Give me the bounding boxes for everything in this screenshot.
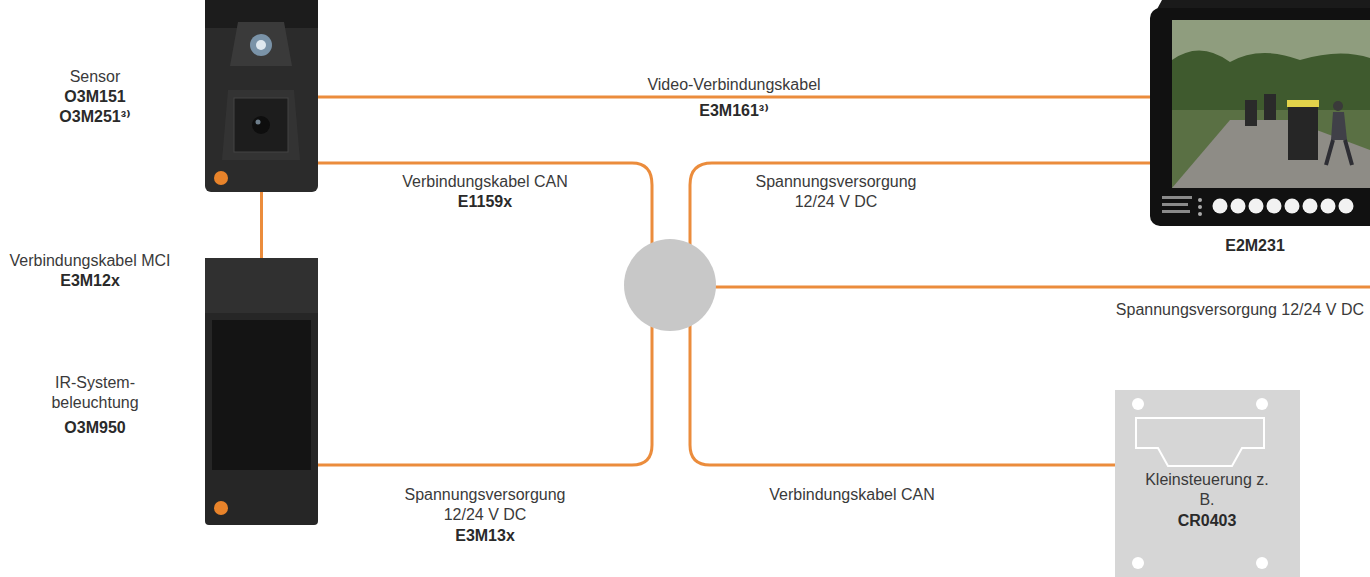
text-slot: O3M151 O3M251³⁾ bbox=[52, 87, 138, 127]
part-number: O3M151 O3M251³⁾ bbox=[52, 87, 138, 127]
text-slot: E3M161³⁾ bbox=[674, 101, 794, 121]
sensor-illustration bbox=[205, 0, 318, 192]
node-caption: Kleinsteuerung z. B. bbox=[1140, 470, 1274, 510]
text-slot: Spannungsversorgung 12/24 V DC bbox=[395, 485, 575, 525]
text-slot: Spannungsversorgung 12/24 V DC bbox=[1034, 300, 1364, 320]
text-slot: Sensor bbox=[30, 67, 160, 87]
part-number: CR0403 bbox=[1147, 511, 1267, 531]
text-slot: Video-Verbindungskabel bbox=[604, 75, 864, 95]
node-caption: IR-System- beleuchtung bbox=[43, 373, 147, 413]
cable-label: Verbindungskabel CAN bbox=[752, 485, 952, 505]
controller-illustration bbox=[1115, 390, 1300, 577]
text-slot: Verbindungskabel CAN bbox=[752, 485, 952, 505]
text-slot: E3M12x bbox=[30, 271, 150, 291]
cable-label: Video-Verbindungskabel bbox=[604, 75, 864, 95]
cable-connector bbox=[318, 163, 1115, 465]
cable-label: Verbindungskabel CAN bbox=[385, 172, 585, 192]
cable-code: E3M12x bbox=[30, 271, 150, 291]
cable-label: Spannungsversorgung 12/24 V DC bbox=[395, 485, 575, 525]
text-slot: IR-System- beleuchtung bbox=[43, 373, 147, 413]
supply-wire bbox=[318, 320, 652, 465]
cable-label: Spannungsversorgung 12/24 V DC bbox=[1034, 300, 1364, 320]
cable-connector bbox=[260, 192, 263, 258]
node-caption: Sensor bbox=[30, 67, 160, 87]
ir-light-illustration bbox=[205, 258, 318, 525]
cable-label: Verbindungskabel MCI bbox=[2, 251, 178, 271]
cable-connector bbox=[318, 96, 1150, 99]
monitor-illustration bbox=[1150, 0, 1370, 226]
sensor-node: SensorO3M151 O3M251³⁾ bbox=[205, 0, 318, 192]
text-slot: Verbindungskabel CAN bbox=[385, 172, 585, 192]
controller-node: Kleinsteuerung z. B.CR0403 bbox=[1115, 390, 1300, 577]
cable-code: E1159x bbox=[425, 192, 545, 212]
text-slot: O3M950 bbox=[35, 418, 155, 438]
ir-light-node: IR-System- beleuchtungO3M950 bbox=[205, 258, 318, 525]
supply-wire bbox=[700, 286, 1370, 289]
text-slot: Kleinsteuerung z. B. bbox=[1140, 470, 1274, 510]
text-slot: E2M231 bbox=[1195, 236, 1315, 256]
monitor-node: E2M231 bbox=[1150, 0, 1370, 228]
text-slot: Spannungsversorgung 12/24 V DC bbox=[746, 172, 926, 212]
cable-code: E3M161³⁾ bbox=[674, 101, 794, 121]
text-slot: E3M13x bbox=[425, 526, 545, 546]
junction-circle bbox=[624, 239, 716, 331]
part-number: E2M231 bbox=[1195, 236, 1315, 256]
text-slot: CR0403 bbox=[1147, 511, 1267, 531]
text-slot: Verbindungskabel MCI bbox=[2, 251, 178, 271]
supply-wire bbox=[690, 163, 1150, 260]
part-number: O3M950 bbox=[35, 418, 155, 438]
cable-label: Spannungsversorgung 12/24 V DC bbox=[746, 172, 926, 212]
cable-code: E3M13x bbox=[425, 526, 545, 546]
text-slot: E1159x bbox=[425, 192, 545, 212]
